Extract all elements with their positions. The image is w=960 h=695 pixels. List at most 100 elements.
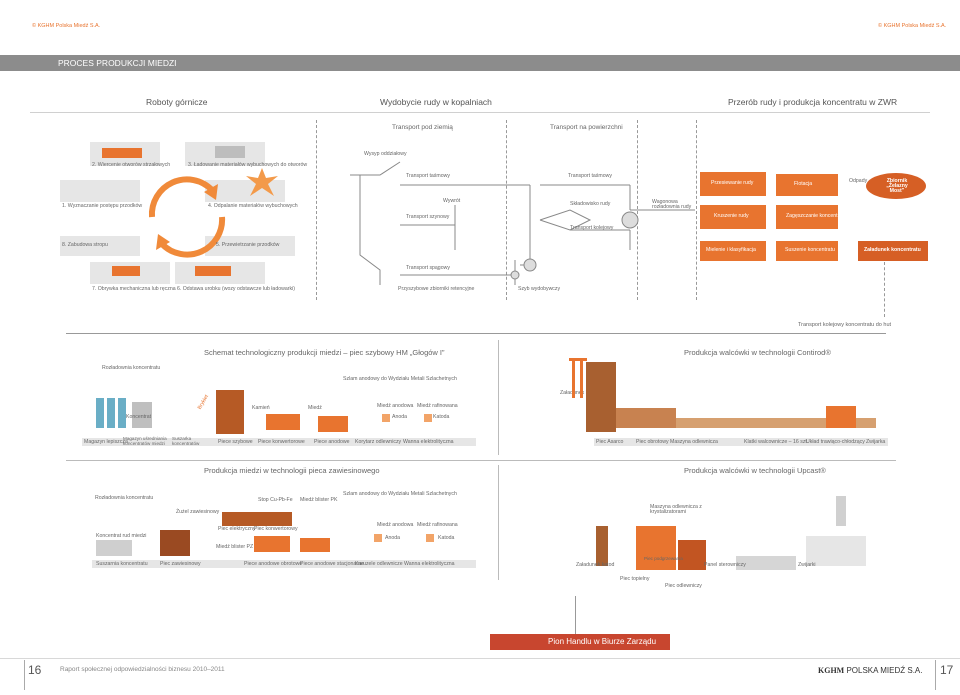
stage-mining-robots: Roboty górnicze [146,97,208,107]
flash-label-bar [92,560,476,568]
flash-piec-elektryczny: Piec elektryczny [218,526,256,532]
sales-label: Pion Handlu w Biurze Zarządu [548,637,657,646]
charging-vehicle-image [215,146,245,158]
section-divider [498,340,499,455]
transport-underground-header: Transport pod ziemią [392,124,453,131]
shaft-miedz-rafinowana: Miedź rafinowana [417,403,458,409]
contirod-zaladunek: Załadunek katod Cu [560,390,607,396]
flash-stop: Stop Cu-Pb-Fe [258,497,293,503]
kruszenie-box: Kruszenie rudy [700,205,766,229]
spagowy-label: Transport spągowy [406,265,450,271]
flash-rozladownia: Rozładownia koncentratu [95,495,154,501]
flash-furnace-title: Produkcja miedzi w technologii pieca zaw… [204,466,380,475]
transport-surface-header: Transport na powierzchni [550,124,623,131]
mining-cycle [60,140,310,300]
skladowisko-label: Składowisko rudy [570,201,611,207]
cathode-icon [424,414,432,422]
flash-blister-pz: Miedź blister PZ [216,544,254,550]
cycle-step-3: 3. Ładowanie materiałów wybuchowych do o… [188,162,308,168]
anode-icon [382,414,390,422]
sales-connector [575,596,576,634]
przesiewanie-box: Przesiewanie rudy [700,172,766,196]
contirod-label-0: Piec Asarco [596,439,624,445]
rail-under-label: Transport szynowy [406,214,450,220]
rail-line [66,333,886,334]
cycle-step-6: 6. Odstawa urobku (wozy odstawcze lub ła… [177,286,295,292]
footer-divider [935,660,936,690]
page-number-left: 16 [28,663,42,677]
upcast-zwijarki: Zwijarki [798,562,816,568]
shaft-katoda: Katoda [433,414,450,420]
upcast-zaladunek: Załadunek katod [576,562,615,568]
upcast-piec-odlewniczy: Piec odlewniczy [665,583,702,589]
banner-title: PROCES PRODUKCJI MIEDZI [58,58,177,68]
contirod-title: Produkcja walcówki w technologii Contiro… [684,348,831,357]
zaladunek-box: Załadunek koncentratu [858,241,928,261]
divider [30,112,930,113]
explosion-icon [246,168,278,196]
silos-group [96,398,156,428]
cycle-arrows-icon [148,176,226,258]
upcast-maszyna: Maszyna odlewnicza z krystalizatorami [650,504,702,516]
copyright-left: © KGHM Polska Miedź S.A. [32,23,101,29]
wywrot-label: Wywrót [443,198,461,204]
stage-ore-extraction: Wydobycie rudy w kopalniach [380,97,492,107]
separator-line [696,120,697,300]
section-divider [498,465,499,580]
shaft-furnace-image [216,390,244,434]
separator-line [506,120,507,300]
sales-bar: Pion Handlu w Biurze Zarządu [490,634,670,650]
shaft-label-2: Suszarka koncentratów [172,436,200,446]
flash-label-5: Wanna elektrolityczna [404,561,455,567]
report-title: Raport społecznej odpowiedzialności bizn… [60,666,225,673]
belt-label-1: Transport taśmowy [406,173,450,179]
shaft-label-0: Magazyn lepiszcza [84,439,128,445]
ore-flow-lines [350,161,695,285]
belt-label-2: Transport taśmowy [568,173,612,179]
upcast-title: Produkcja walcówki w technologii Upcast® [684,466,826,475]
shaft-label-5: Piece anodowe [314,439,350,445]
flash-piec-konwertorowy: Piec konwertorowy [254,526,298,532]
flash-label-2: Piece anodowe obrotowe [244,561,303,567]
loader-image [195,266,231,276]
contirod-plant-image [566,358,886,434]
cycle-step-2: 2. Wiercenie otworów strzałowych [92,162,171,168]
converter-image [266,414,300,430]
rail-to-smelter-label: Transport kolejowy koncentratu do hut [798,322,892,328]
flash-label-0: Suszarnia koncentratu [96,561,148,567]
section-divider [66,460,896,461]
cycle-step-5: 5. Przewietrzanie przodków [216,242,280,248]
shaft-anoda: Anoda [392,414,408,420]
zbiornik-ellipse: Zbiornik „Żelazny Most” [866,173,926,199]
shaft-furnace-title: Schemat technologiczny produkcji miedzi … [204,348,445,357]
flash-furnace-image [160,530,190,556]
cycle-step-4: 4. Odpalanie materiałów wybuchowych [208,203,298,209]
szyb-label: Szyb wydobywczy [518,286,561,292]
shaft-label-3: Piece szybowe [218,439,253,445]
contirod-label-5: Zwijarka [866,439,886,445]
stationary-anode-furnace-image [300,538,330,552]
wysyp-label: Wysyp oddziałowy [364,151,407,157]
shaft-rozladownia: Rozładownia koncentratu [102,365,161,371]
cycle-step-8: 8. Zabudowa stropu [62,242,108,248]
roof-bolting-scene [60,236,140,256]
flash-label-1: Piec zawiesinowy [160,561,201,567]
flash-zuzel: Żużel zawiesinowy [176,509,220,515]
shaft-label-7: Wanna elektrolityczna [403,439,454,445]
footer-divider [24,660,25,690]
flash-label-3: Piece anodowe stacjonarne [300,561,364,567]
brand-logo: KGHM POLSKA MIEDŹ S.A. [818,666,923,675]
upcast-panel: Panel sterowniczy [704,562,746,568]
dryer-image [96,540,132,556]
footer-rule [0,658,960,659]
shaft-label-4: Piece konwertorowe [258,439,305,445]
retencyjne-label: Przyszybowe zbiorniki retencyjne [398,286,475,292]
anode-icon [374,534,382,542]
rotary-anode-furnace-image [254,536,290,552]
contirod-label-4: Układ trawiąco-chłodzący [806,439,865,445]
shaft-miedz: Miedź [308,405,322,411]
upcast-piec-topielny: Piec topielny [620,576,650,582]
wagonowa-label: Wagonowa rozładownia rudy [652,199,692,211]
drill-rig-image [102,148,142,158]
flash-koncentrat-rud: Koncentrat rud miedzi [96,533,147,539]
